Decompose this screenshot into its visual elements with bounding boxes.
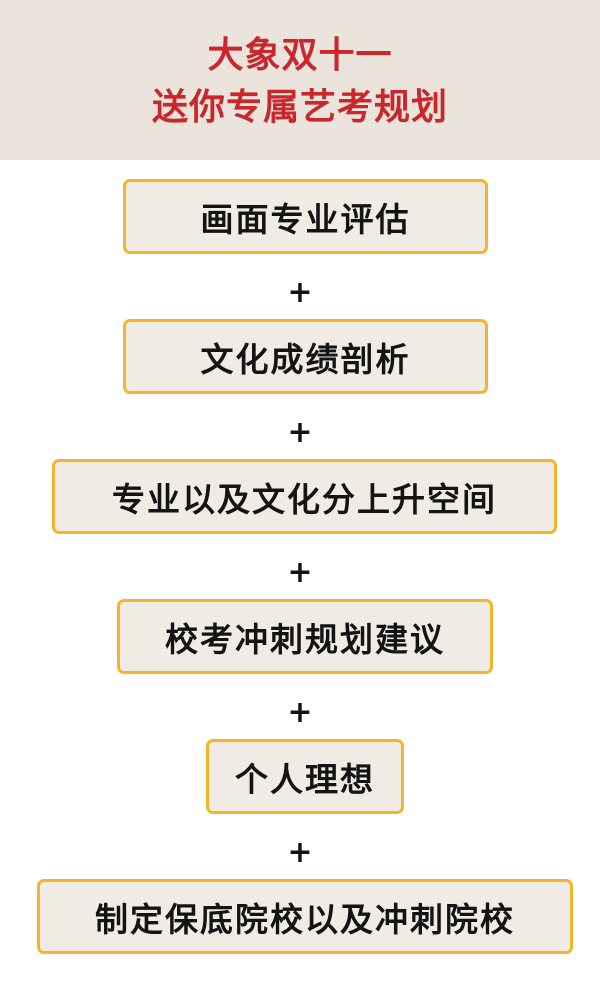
- header-title: 大象双十一: [207, 35, 393, 76]
- item-box-painting-assessment: 画面专业评估: [123, 179, 488, 254]
- plus-separator-5: +: [287, 835, 313, 870]
- plus-separator-2: +: [287, 415, 313, 450]
- plus-separator-3: +: [287, 555, 313, 590]
- item-box-school-exam-sprint-plan: 校考冲刺规划建议: [117, 599, 493, 674]
- header-banner: 大象双十一 送你专属艺考规划: [0, 0, 600, 160]
- plus-separator-4: +: [287, 695, 313, 730]
- item-box-culture-score-analysis: 文化成绩剖析: [123, 319, 488, 394]
- item-box-target-colleges: 制定保底院校以及冲刺院校: [37, 879, 573, 954]
- header-subtitle: 送你专属艺考规划: [151, 87, 448, 128]
- item-box-score-improvement-space: 专业以及文化分上升空间: [52, 459, 557, 534]
- item-box-personal-ideal: 个人理想: [206, 739, 404, 814]
- plus-separator-1: +: [287, 275, 313, 310]
